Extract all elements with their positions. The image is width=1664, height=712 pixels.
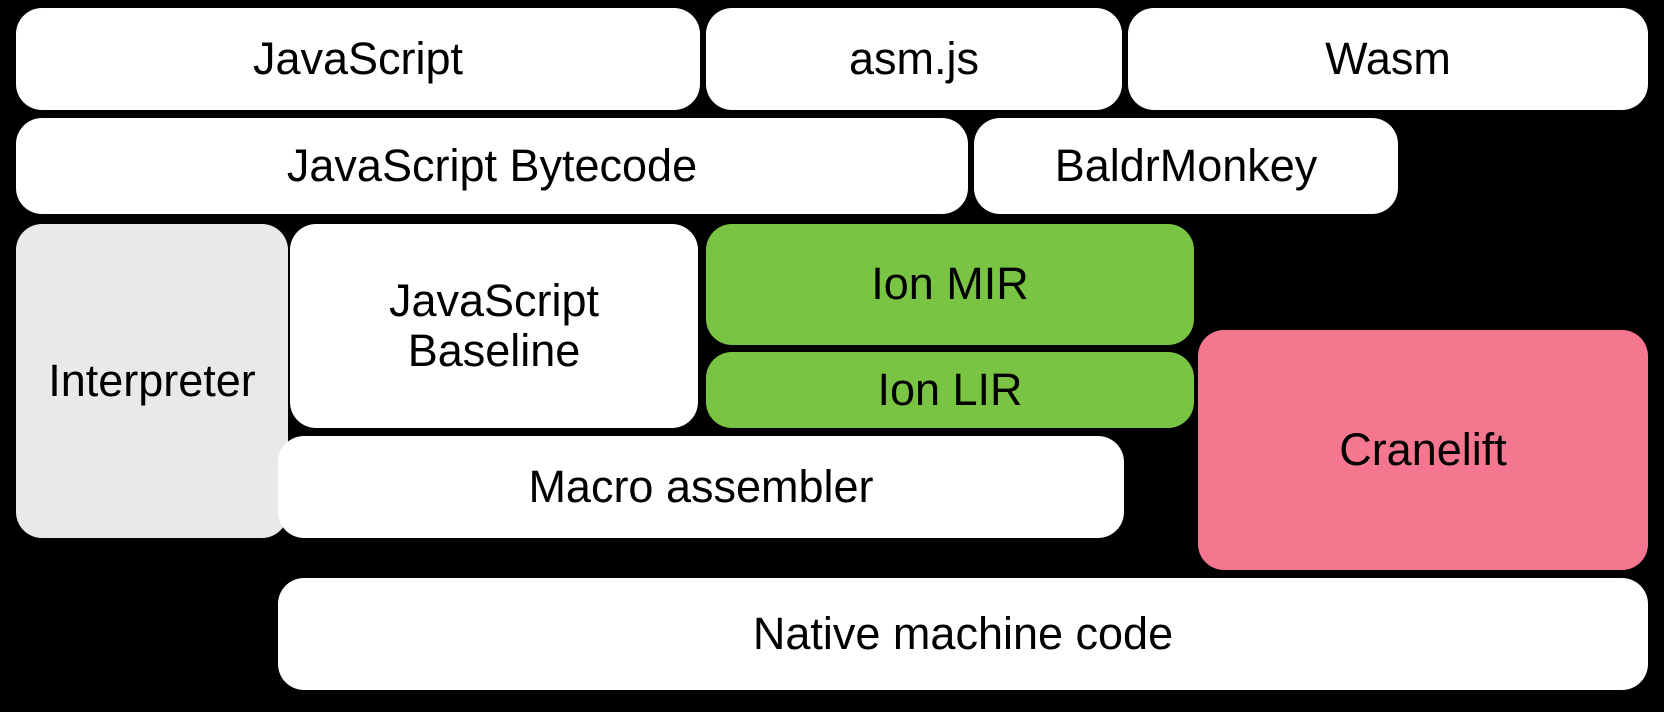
node-asmjs[interactable]: asm.js bbox=[706, 8, 1122, 110]
node-interpreter[interactable]: Interpreter bbox=[16, 224, 288, 538]
node-javascript-baseline[interactable]: JavaScript Baseline bbox=[290, 224, 698, 428]
node-baldrmonkey[interactable]: BaldrMonkey bbox=[974, 118, 1398, 214]
node-macro-assembler[interactable]: Macro assembler bbox=[278, 436, 1124, 538]
node-cranelift[interactable]: Cranelift bbox=[1198, 330, 1648, 570]
node-ion-mir[interactable]: Ion MIR bbox=[706, 224, 1194, 345]
node-native-machine-code[interactable]: Native machine code bbox=[278, 578, 1648, 690]
node-wasm[interactable]: Wasm bbox=[1128, 8, 1648, 110]
node-javascript-bytecode[interactable]: JavaScript Bytecode bbox=[16, 118, 968, 214]
node-ion-lir[interactable]: Ion LIR bbox=[706, 352, 1194, 428]
node-javascript[interactable]: JavaScript bbox=[16, 8, 700, 110]
